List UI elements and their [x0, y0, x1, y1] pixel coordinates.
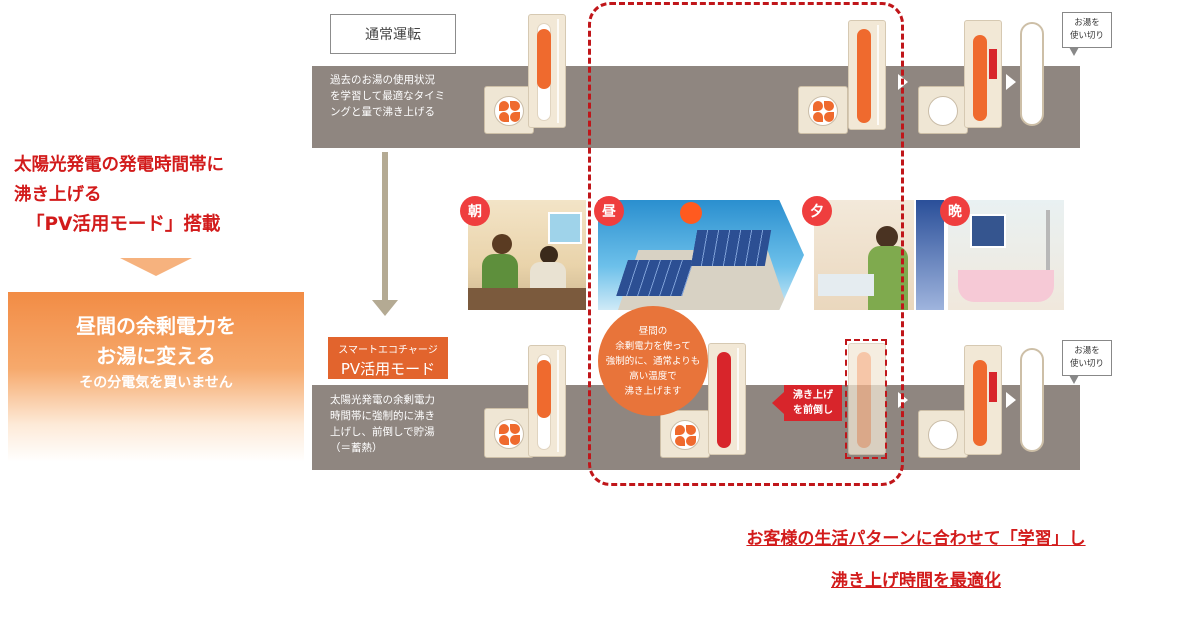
bubble-line-1: お湯を [1074, 346, 1100, 356]
evening-badge: 夕 [802, 196, 832, 226]
tank-fill-level [857, 29, 871, 123]
hot-water-tank [964, 345, 1002, 455]
sun-icon [680, 202, 702, 224]
evening-window [916, 200, 944, 310]
flame-icon [989, 372, 997, 402]
headline-line-1: 太陽光発電の発電時間帯に [14, 155, 224, 175]
hot-water-tank [848, 20, 886, 130]
bubble-line-2: 使い切り [1069, 359, 1104, 369]
heat-pump-unit [484, 408, 534, 458]
normal-mode-description: 過去のお湯の使用状況 を学習して最適なタイミ ングと量で沸き上げる [330, 72, 480, 120]
fan-icon [494, 419, 524, 449]
left-arrow-icon [772, 392, 784, 414]
fan-icon [494, 96, 524, 126]
benefit-line-1: 昼間の余剰電力を [76, 314, 236, 338]
flame-icon [989, 49, 997, 79]
bubble-line-2: 使い切り [1069, 31, 1104, 41]
used-up-bubble: お湯を 使い切り [1062, 12, 1112, 56]
fan-icon [928, 420, 958, 450]
tank-fill-level [717, 352, 731, 448]
pv-label-small: スマートエコチャージ [338, 345, 438, 356]
pv-label-big: PV活用モード [340, 360, 436, 378]
learning-note-line-2: 沸き上げ時間を最適化 [831, 571, 1001, 591]
pv-desc-line-3: 上げし、前倒しで貯湯 [330, 426, 435, 438]
noon-scene [598, 200, 804, 310]
pv-mode-label: スマートエコチャージ PV活用モード [328, 337, 448, 379]
empty-tank-icon [1020, 348, 1044, 452]
tag-line-1: 沸き上げ [793, 390, 833, 401]
normal-desc-line-3: ングと量で沸き上げる [330, 106, 435, 118]
heat-pump-unit [918, 86, 968, 134]
connector-line [382, 152, 388, 302]
headline-line-2: 沸き上げる [14, 185, 102, 205]
noon-circle-line-5: 沸き上げます [624, 385, 682, 397]
pv-desc-line-1: 太陽光発電の余剰電力 [330, 394, 435, 406]
table-icon [468, 288, 586, 310]
pv-desc-line-4: （＝蓄熱） [330, 442, 383, 454]
fan-icon [928, 96, 958, 126]
flow-arrow-icon [1006, 392, 1016, 408]
night-badge: 晩 [940, 196, 970, 226]
empty-tank-icon [1020, 22, 1044, 126]
normal-desc-line-2: を学習して最適なタイミ [330, 90, 446, 102]
heat-pump-unit [918, 410, 968, 458]
heat-pump-unit [798, 86, 848, 134]
normal-mode-label: 通常運転 [330, 14, 456, 54]
bring-forward-tag: 沸き上げ を前倒し [784, 385, 842, 421]
person-body-icon [530, 262, 566, 292]
person-head-icon [876, 226, 898, 248]
tag-line-2: を前倒し [793, 405, 833, 416]
window-icon [970, 214, 1006, 248]
shower-icon [1046, 210, 1050, 270]
pv-mode-description: 太陽光発電の余剰電力 時間帯に強制的に沸き 上げし、前倒しで貯湯 （＝蓄熱） [330, 392, 480, 456]
fan-icon [670, 420, 700, 450]
sink-icon [818, 274, 874, 296]
noon-circle-line-3: 強制的に、通常よりも [605, 355, 701, 367]
hot-water-tank [528, 14, 566, 128]
tank-fill-level [537, 29, 551, 89]
bubble-line-1: お湯を [1074, 18, 1100, 28]
morning-scene [468, 200, 586, 310]
heat-pump-unit [484, 86, 534, 134]
benefit-line-2: お湯に変える [96, 344, 216, 368]
headline-line-3: 「PV活用モード」搭載 [26, 214, 221, 235]
learning-note-line-1: お客様の生活パターンに合わせて「学習」し [746, 529, 1086, 549]
night-scene [948, 200, 1064, 310]
person-head-icon [540, 246, 558, 264]
benefit-box: 昼間の余剰電力を お湯に変える その分電気を買いません [8, 292, 304, 462]
noon-circle-line-4: 高い温度で [629, 370, 677, 382]
heat-pump-unit [660, 410, 710, 458]
tank-fill-level [857, 352, 871, 448]
noon-explanation-circle: 昼間の 余剰電力を使って 強制的に、通常よりも 高い温度で 沸き上げます [598, 306, 708, 416]
hot-water-tank [964, 20, 1002, 128]
tank-fill-level [537, 360, 551, 418]
tank-fill-level [973, 35, 987, 121]
noon-highlight-frame [588, 2, 904, 486]
tank-fill-level [973, 360, 987, 446]
pv-desc-line-2: 時間帯に強制的に沸き [330, 410, 435, 422]
bathtub-icon [958, 270, 1054, 302]
hot-water-tank-ghost [848, 343, 886, 455]
connector-arrow-icon [372, 300, 398, 316]
pv-mode-headline: 太陽光発電の発電時間帯に 沸き上げる 「PV活用モード」搭載 [14, 150, 314, 240]
fan-icon [808, 96, 838, 126]
used-up-bubble: お湯を 使い切り [1062, 340, 1112, 384]
noon-circle-line-1: 昼間の [638, 325, 668, 337]
hot-water-tank [528, 345, 566, 457]
noon-badge: 昼 [594, 196, 624, 226]
benefit-line-3: その分電気を買いません [79, 375, 233, 391]
hot-water-tank [708, 343, 746, 455]
window-icon [548, 212, 582, 244]
flow-arrow-icon [1006, 74, 1016, 90]
down-arrow-icon [120, 258, 192, 276]
normal-desc-line-1: 過去のお湯の使用状況 [330, 74, 435, 86]
noon-circle-line-2: 余剰電力を使って [615, 340, 691, 352]
morning-badge: 朝 [460, 196, 490, 226]
bring-forward-highlight [845, 339, 887, 459]
person-head-icon [492, 234, 512, 254]
